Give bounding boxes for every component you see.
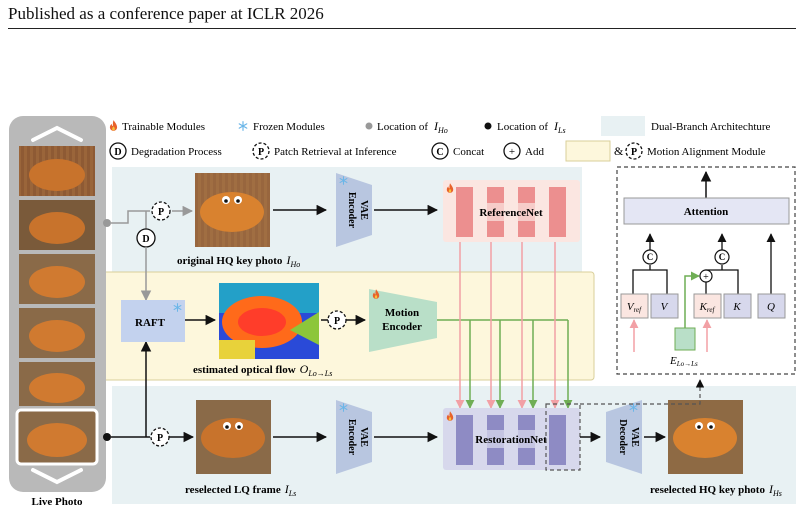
- motion-embedding-box: [674, 327, 696, 351]
- header-rule: [8, 28, 796, 29]
- svg-text:Encoder: Encoder: [346, 419, 357, 456]
- svg-text:VAE: VAE: [629, 427, 640, 447]
- motion-alignment-swatch: [565, 140, 611, 162]
- attention-box: [623, 197, 790, 225]
- black-dot-icon: [484, 122, 492, 130]
- legend-location-ls: Location of: [497, 121, 548, 133]
- legend: Trainable Modules Frozen Modules Locatio…: [109, 116, 771, 162]
- reselected-lq-photo: [196, 400, 271, 474]
- legend-ho-sym: I: [433, 119, 439, 133]
- svg-text:Vref: Vref: [627, 301, 642, 314]
- svg-text:VAE: VAE: [358, 200, 369, 220]
- concat-icon: [431, 142, 449, 160]
- svg-text:VAE: VAE: [358, 427, 369, 447]
- svg-text:Kref: Kref: [699, 301, 716, 314]
- svg-text:Encoder: Encoder: [346, 192, 357, 229]
- legend-degradation: Degradation Process: [131, 146, 222, 158]
- motion-embedding-label: ELo→Ls: [669, 355, 698, 368]
- gray-dot-icon: [365, 122, 373, 130]
- v-ref-box: [620, 293, 649, 319]
- legend-ls-sym: I: [553, 119, 559, 133]
- optical-flow-image: [219, 283, 319, 359]
- concat-node-v: [642, 249, 658, 265]
- svg-text:ILs: ILs: [553, 119, 566, 135]
- ho-connector: [111, 210, 150, 224]
- svg-text:Q: Q: [767, 301, 775, 313]
- svg-text:+: +: [703, 272, 709, 283]
- vae-decoder: VAE Decoder: [606, 400, 642, 474]
- motion-encoder: Motion Encoder: [369, 289, 437, 352]
- restorationnet: RestorationNet: [443, 403, 581, 471]
- fire-icon: [109, 120, 118, 131]
- legend-ho-sub: Ho: [437, 126, 448, 135]
- legend-motion-alignment: Motion Alignment Module: [647, 146, 766, 158]
- svg-text:V: V: [661, 301, 669, 313]
- legend-concat: Concat: [453, 146, 484, 158]
- legend-ls-sub: Ls: [557, 126, 566, 135]
- legend-location-ho: Location of: [377, 121, 428, 133]
- concat-node-k: [714, 249, 730, 265]
- location-ls-dot: [103, 433, 111, 441]
- svg-text:K: K: [732, 301, 741, 313]
- reference-feature-arrows: [455, 242, 560, 409]
- reselected-hq-photo: [668, 400, 743, 474]
- vae-encoder-top: VAE Encoder: [336, 173, 372, 247]
- svg-text:IHo: IHo: [433, 119, 448, 135]
- svg-text:P: P: [157, 433, 163, 444]
- svg-text:+: +: [509, 146, 515, 158]
- legend-trainable: Trainable Modules: [122, 121, 205, 133]
- svg-text:D: D: [114, 147, 121, 158]
- svg-text:P: P: [158, 207, 164, 218]
- patch-retrieval-icon: [252, 142, 270, 160]
- vae-encoder-bottom: VAE Encoder: [336, 400, 372, 474]
- legend-frozen: Frozen Modules: [253, 121, 325, 133]
- degradation-icon: [109, 142, 127, 160]
- page-header: Published as a conference paper at ICLR …: [8, 4, 324, 23]
- patch-icon-legend: [625, 142, 643, 160]
- live-photo-frames: [15, 146, 99, 466]
- referencenet: ReferenceNet: [443, 180, 580, 242]
- svg-text:RAFT: RAFT: [135, 317, 166, 329]
- location-ho-dot: [103, 219, 111, 227]
- live-photo-strip: Live Photo: [9, 116, 106, 508]
- patch-retrieval-top: [151, 201, 171, 221]
- live-photo-label: Live Photo: [31, 496, 83, 508]
- v-box: [650, 293, 679, 319]
- legend-add: Add: [525, 146, 544, 158]
- restorationnet-label: RestorationNet: [475, 434, 547, 446]
- svg-text:Decoder: Decoder: [617, 419, 628, 455]
- legend-dual-branch: Dual-Branch Architechture: [651, 121, 771, 133]
- motion-feature-arrows: [437, 319, 573, 409]
- detail-link: [580, 379, 705, 405]
- add-icon: [503, 142, 521, 160]
- referencenet-label: ReferenceNet: [479, 207, 543, 219]
- raft: [121, 300, 185, 342]
- svg-text:Encoder: Encoder: [382, 321, 422, 333]
- q-box: [757, 293, 786, 319]
- k-ref-box: [693, 293, 722, 319]
- svg-text:P: P: [631, 147, 637, 158]
- svg-text:C: C: [436, 147, 443, 158]
- svg-text:P: P: [258, 147, 264, 158]
- svg-text:&: &: [614, 144, 624, 158]
- svg-text:Motion: Motion: [385, 307, 419, 319]
- svg-text:Attention: Attention: [684, 206, 729, 218]
- add-node-k: [699, 269, 713, 283]
- svg-text:P: P: [334, 316, 340, 327]
- svg-text:C: C: [719, 252, 726, 262]
- svg-text:C: C: [647, 252, 654, 262]
- snowflake-icon: [238, 121, 248, 131]
- dual-branch-swatch: [601, 116, 645, 136]
- legend-patch: Patch Retrieval at Inference: [274, 146, 397, 158]
- svg-text:D: D: [142, 234, 149, 245]
- original-hq-photo: [195, 173, 270, 247]
- k-box: [723, 293, 752, 319]
